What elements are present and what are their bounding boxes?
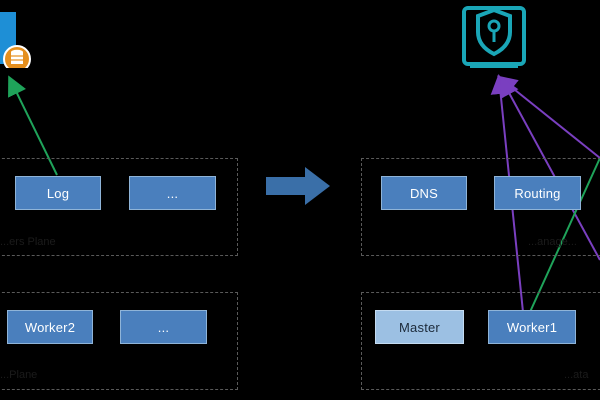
right-top-group-label: ...anage... <box>528 236 577 248</box>
security-shield-icon <box>462 2 526 70</box>
right-top-group <box>361 158 600 256</box>
ellipsis-node-top-left[interactable]: ... <box>129 176 216 210</box>
worker2-node[interactable]: Worker2 <box>7 310 93 344</box>
routing-to-shield-connector <box>496 75 600 159</box>
right-bottom-group-label: ...ata <box>564 369 589 381</box>
dns-node[interactable]: DNS <box>381 176 467 210</box>
worker1-green-connector <box>529 157 600 313</box>
left-top-group-label: ...ers Plane <box>0 236 56 248</box>
left-bottom-group-label: ...Plane <box>0 369 38 381</box>
log-to-database-connector <box>8 75 58 176</box>
right-edge-to-shield-connector <box>500 76 600 261</box>
database-stack-icon <box>0 12 40 73</box>
worker1-node[interactable]: Worker1 <box>488 310 576 344</box>
master-node[interactable]: Master <box>375 310 464 344</box>
right-arrow-icon <box>266 167 330 205</box>
ellipsis-node-bottom-left[interactable]: ... <box>120 310 207 344</box>
right-bottom-group <box>361 292 600 390</box>
log-node[interactable]: Log <box>15 176 101 210</box>
routing-node[interactable]: Routing <box>494 176 581 210</box>
left-top-group <box>0 158 238 256</box>
left-bottom-group <box>0 292 238 390</box>
